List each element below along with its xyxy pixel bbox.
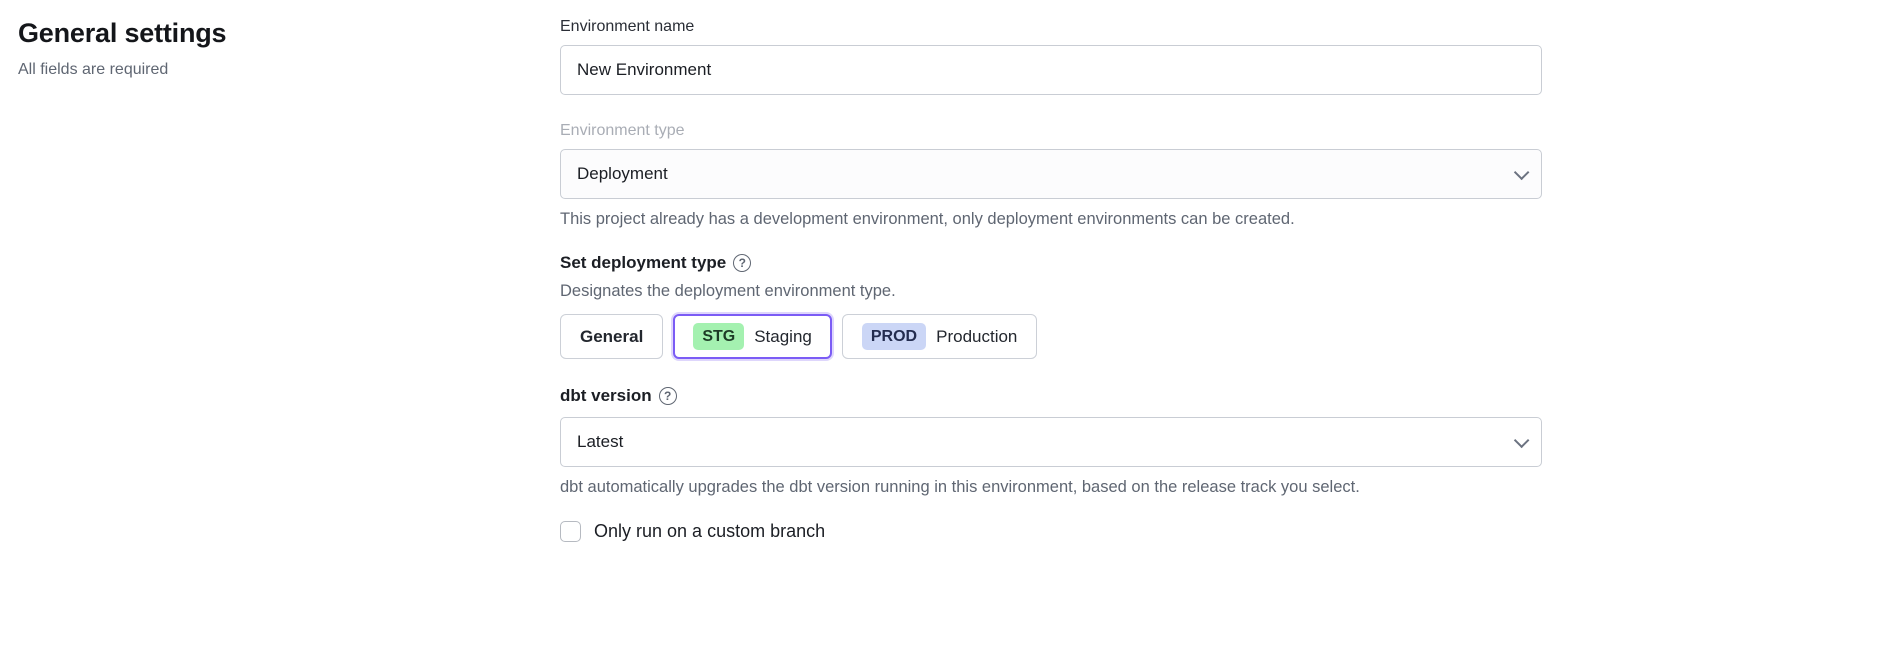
deployment-type-options: General STG Staging PROD Production: [560, 314, 1542, 359]
dbt-version-helper: dbt automatically upgrades the dbt versi…: [560, 478, 1360, 496]
question-circle-icon[interactable]: ?: [733, 254, 752, 272]
environment-type-helper: This project already has a development e…: [560, 210, 1295, 228]
option-label: Staging: [754, 326, 812, 346]
environment-settings-page: General settings All fields are required…: [18, 14, 1542, 542]
custom-branch-label[interactable]: Only run on a custom branch: [594, 521, 826, 541]
dbt-version-section: dbt version ? Latest dbt automatically u…: [560, 386, 1542, 497]
environment-type-section: Environment type Deployment This project…: [560, 122, 1542, 229]
dbt-version-select[interactable]: Latest: [560, 417, 1542, 467]
production-badge: PROD: [861, 323, 927, 350]
environment-type-label: Environment type: [560, 122, 685, 139]
settings-header-column: General settings All fields are required: [18, 14, 560, 542]
deployment-type-option-staging[interactable]: STG Staging: [673, 314, 832, 359]
deployment-type-helper: Designates the deployment environment ty…: [560, 282, 896, 300]
option-label: Production: [936, 326, 1018, 346]
deployment-type-label-text: Set deployment type: [560, 253, 727, 272]
deployment-type-label: Set deployment type ?: [560, 253, 1542, 273]
staging-badge: STG: [693, 323, 745, 350]
settings-form-column: Environment name Environment type Deploy…: [560, 14, 1542, 542]
dbt-version-value: Latest: [577, 432, 624, 451]
page-subtitle: All fields are required: [18, 61, 169, 78]
question-circle-icon[interactable]: ?: [658, 387, 677, 405]
custom-branch-checkbox[interactable]: [560, 521, 581, 542]
deployment-type-option-general[interactable]: General: [560, 314, 664, 359]
custom-branch-row: Only run on a custom branch: [560, 521, 1542, 542]
environment-type-select[interactable]: Deployment: [560, 149, 1542, 199]
option-label: General: [580, 326, 644, 346]
dbt-version-label: dbt version ?: [560, 386, 1542, 406]
deployment-type-section: Set deployment type ? Designates the dep…: [560, 253, 1542, 359]
chevron-down-icon: [1513, 432, 1530, 448]
deployment-type-option-production[interactable]: PROD Production: [841, 314, 1038, 359]
environment-type-value: Deployment: [577, 164, 668, 183]
page-title: General settings: [18, 18, 227, 48]
dbt-version-label-text: dbt version: [560, 386, 652, 405]
environment-name-label: Environment name: [560, 18, 695, 35]
environment-name-section: Environment name: [560, 18, 1542, 95]
environment-name-input[interactable]: [560, 45, 1542, 95]
chevron-down-icon: [1513, 164, 1530, 180]
